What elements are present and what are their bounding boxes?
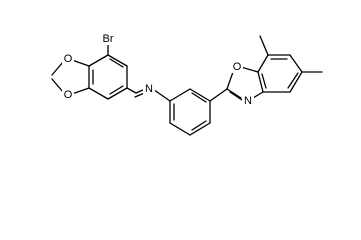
svg-text:O: O <box>64 53 73 65</box>
svg-text:N: N <box>145 83 153 95</box>
atom-label-n-imine: N <box>143 83 155 95</box>
aryl-oxazole-bond <box>209 88 228 102</box>
oxazole-ring <box>226 66 264 101</box>
dioxole-ring <box>51 59 90 95</box>
svg-text:Br: Br <box>103 33 114 45</box>
svg-text:O: O <box>233 61 242 73</box>
methyl-bond-7 <box>259 35 269 56</box>
svg-text:O: O <box>64 89 73 101</box>
atom-label-o-dioxole-bottom: O <box>62 89 74 101</box>
chemical-structure-diagram: Br O O N O N <box>51 33 323 136</box>
central-benzene-ring <box>169 88 211 136</box>
atom-label-o-dioxole-top: O <box>62 53 74 65</box>
atom-label-n-oxazole: N <box>242 95 254 107</box>
benzodioxole-benzene-ring <box>88 54 128 100</box>
svg-text:N: N <box>244 95 252 107</box>
atom-label-o-oxazole: O <box>231 61 243 73</box>
benzoxazole-benzene-ring <box>257 54 303 93</box>
atom-label-br: Br <box>99 33 119 45</box>
structure-canvas: Br O O N O N <box>51 33 323 136</box>
